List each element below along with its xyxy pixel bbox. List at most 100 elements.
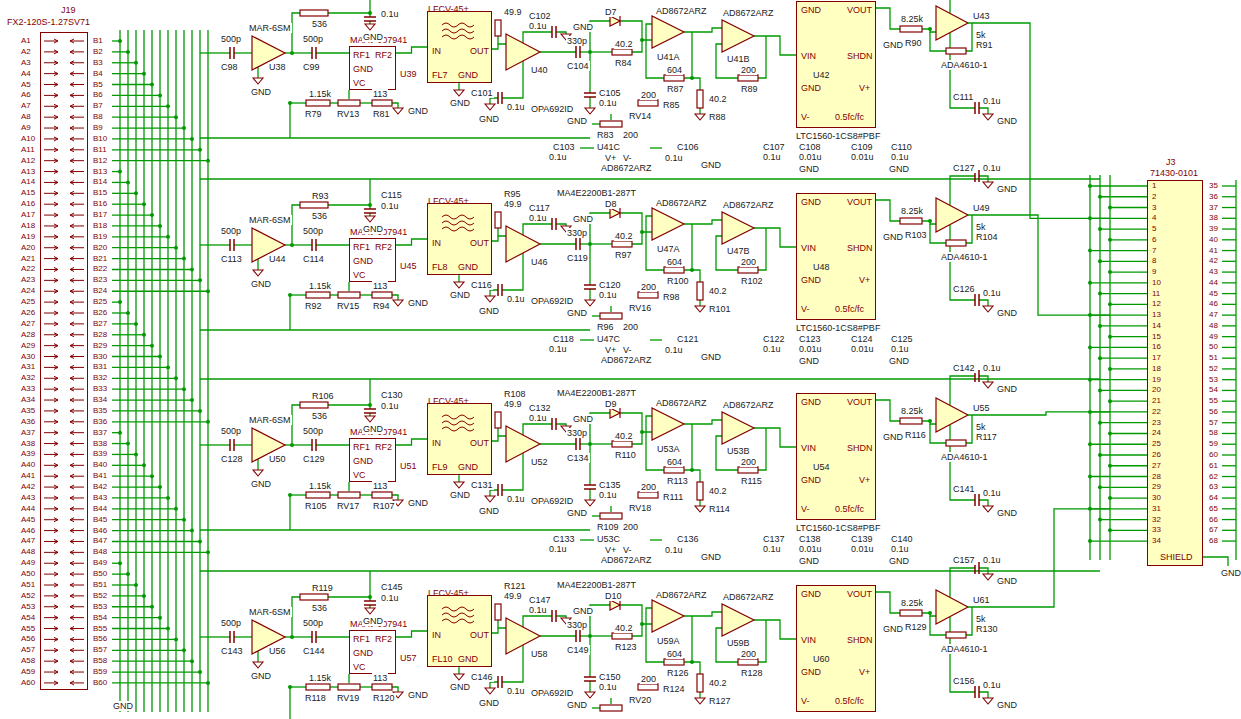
reference-designator: C150 bbox=[598, 672, 622, 682]
pin-name: B15 bbox=[92, 188, 108, 197]
pin-name: A53 bbox=[20, 602, 36, 611]
wire bbox=[1222, 185, 1236, 186]
junction-dot bbox=[142, 72, 146, 76]
pin-name: A4 bbox=[20, 69, 32, 78]
wire bbox=[348, 674, 349, 683]
filter-wave bbox=[442, 415, 474, 419]
resistor-symbol bbox=[946, 240, 966, 246]
wire bbox=[392, 103, 398, 108]
ground-label: GND bbox=[882, 40, 904, 50]
pin-name: A5 bbox=[20, 80, 32, 89]
pin-arrow bbox=[44, 670, 84, 674]
wire bbox=[316, 52, 349, 53]
pin-name: A6 bbox=[20, 90, 32, 99]
wire bbox=[112, 312, 128, 313]
part-number: AD8672ARZ bbox=[655, 398, 708, 408]
capacitor-symbol bbox=[552, 418, 556, 430]
part-number: FX2-120S-1.27SV71 bbox=[7, 17, 90, 27]
reference-designator: U59A bbox=[656, 636, 681, 646]
wire bbox=[290, 494, 306, 495]
junction-dot bbox=[206, 289, 210, 293]
ground-label: GND bbox=[566, 508, 588, 518]
ground-label: GND bbox=[566, 700, 588, 710]
part-number: 71430-0101 bbox=[1150, 168, 1198, 178]
wire bbox=[580, 243, 612, 244]
junction-dot bbox=[198, 409, 202, 413]
ground-label: GND bbox=[353, 456, 373, 466]
ground-symbol bbox=[695, 306, 705, 312]
part-number: LFCV-45+ bbox=[428, 196, 469, 206]
component-value: 0.1u bbox=[548, 544, 568, 554]
diode-symbol bbox=[610, 16, 620, 26]
reference-designator: C126 bbox=[952, 284, 976, 294]
component-value: 5k bbox=[975, 614, 987, 624]
wire bbox=[360, 102, 372, 103]
pin-name: RF1 bbox=[353, 442, 370, 452]
lowpass-filter-block: LFCV-45+INOUTGNDFL10 bbox=[427, 595, 492, 667]
ground-symbol bbox=[253, 270, 263, 276]
reference-designator: C108 bbox=[798, 142, 822, 152]
wire bbox=[497, 36, 498, 44]
ground-symbol bbox=[253, 470, 263, 476]
pin-arrow bbox=[44, 583, 84, 587]
resistor-symbol bbox=[946, 48, 966, 54]
wire bbox=[112, 606, 152, 607]
wire bbox=[1100, 261, 1147, 262]
resistor-symbol bbox=[600, 313, 622, 319]
pin-arrow bbox=[44, 170, 84, 174]
component-value: 113 bbox=[372, 673, 388, 683]
reference-designator: C141 bbox=[952, 484, 976, 494]
junction-dot bbox=[118, 170, 122, 174]
reference-designator: C129 bbox=[302, 454, 326, 464]
junction-dot bbox=[174, 376, 178, 380]
junction-dot bbox=[690, 468, 694, 472]
pin-name: A51 bbox=[20, 580, 36, 589]
wire bbox=[966, 215, 972, 243]
pin-number: 46 bbox=[1208, 299, 1219, 308]
wire bbox=[758, 620, 766, 662]
junction-dot bbox=[206, 681, 210, 685]
wire bbox=[540, 635, 576, 636]
reference-designator: U49 bbox=[972, 203, 991, 213]
wire bbox=[285, 52, 312, 53]
pin-name: V+ bbox=[859, 83, 870, 93]
opamp-symbol bbox=[936, 590, 968, 624]
junction-dot bbox=[166, 104, 170, 108]
part-number: AD8672ARZ bbox=[655, 590, 708, 600]
pin-arrow bbox=[44, 409, 84, 413]
pin-name: B26 bbox=[92, 308, 108, 317]
component-value: 0.1u bbox=[664, 545, 684, 555]
reference-designator: R87 bbox=[666, 84, 685, 94]
wire bbox=[112, 639, 176, 640]
wire bbox=[610, 306, 611, 312]
wire bbox=[592, 707, 600, 708]
pin-number: 44 bbox=[1208, 278, 1219, 287]
pin-arrow bbox=[44, 387, 84, 391]
reference-designator: C132 bbox=[528, 403, 552, 413]
component-value: 500p bbox=[302, 226, 324, 236]
wire bbox=[1222, 390, 1236, 391]
reference-designator: C125 bbox=[890, 334, 914, 344]
pin-name: A41 bbox=[20, 471, 36, 480]
junction-dot bbox=[1108, 302, 1112, 306]
wire bbox=[1100, 519, 1147, 520]
pin-name: A9 bbox=[20, 123, 32, 132]
pin-name: VIN bbox=[801, 243, 816, 253]
reference-designator: U50 bbox=[268, 454, 287, 464]
part-number: AD8672ARZ bbox=[600, 163, 653, 173]
pin-arrow bbox=[44, 39, 84, 43]
component-value: 8.25k bbox=[900, 406, 924, 416]
resistor-symbol bbox=[946, 632, 966, 638]
reference-designator: RV14 bbox=[628, 111, 652, 121]
pin-arrow bbox=[44, 550, 84, 554]
pin-name: B31 bbox=[92, 362, 108, 371]
ground-label: GND bbox=[798, 164, 820, 174]
ground-label: GND bbox=[801, 275, 821, 285]
reference-designator: U59B bbox=[726, 638, 751, 648]
resistor-symbol bbox=[495, 604, 501, 620]
pin-name: B5 bbox=[92, 80, 104, 89]
pin-name: OUT bbox=[470, 630, 489, 640]
pin-name: B38 bbox=[92, 439, 108, 448]
wire bbox=[754, 36, 796, 55]
junction-dot bbox=[158, 355, 162, 359]
